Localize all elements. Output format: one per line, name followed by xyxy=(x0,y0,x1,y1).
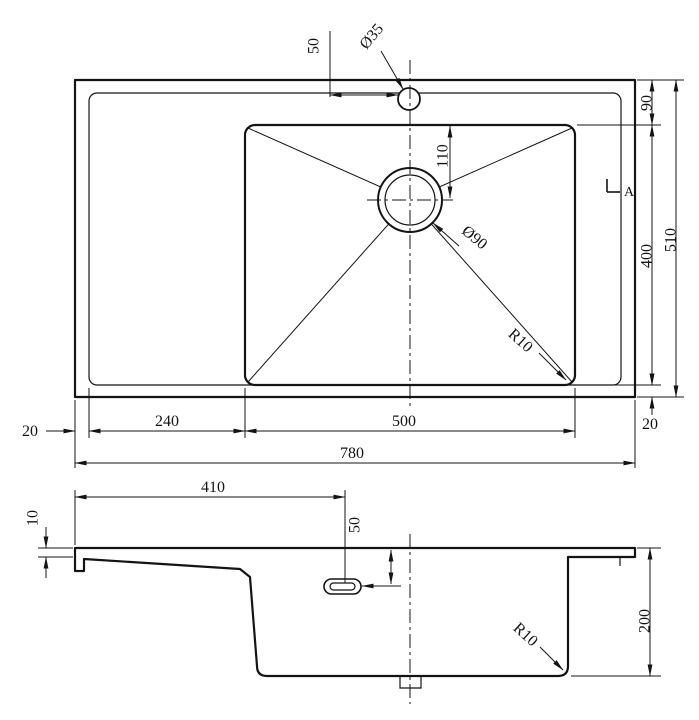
dim-label-bowl-depth: 200 xyxy=(637,609,654,633)
section-marker: A xyxy=(606,179,635,200)
dim-label-drain-diameter: Ø90 xyxy=(458,222,490,253)
bowl-diagonal xyxy=(409,199,573,383)
dim-overflow-offset-y: 50 xyxy=(347,517,401,589)
dim-label-bottom-margin: 20 xyxy=(642,416,658,433)
dim-label-overflow-offset-x: 410 xyxy=(201,479,225,496)
bowl-diagonal xyxy=(247,199,411,383)
dim-corner-radius-top: R10 xyxy=(505,326,567,381)
dim-label-overall-depth: 510 xyxy=(663,228,680,252)
dim-bowl-depth: 200 xyxy=(571,547,661,677)
dim-label-overall-width: 780 xyxy=(340,445,364,462)
dim-drain-diameter: Ø90 xyxy=(432,222,490,253)
dim-label-corner-radius-side: R10 xyxy=(510,620,541,650)
dim-label-bowl-width: 500 xyxy=(392,413,416,430)
dim-label-top-margin: 90 xyxy=(639,95,656,111)
dim-corner-radius-side: R10 xyxy=(510,620,564,671)
dim-label-left-margin: 20 xyxy=(22,423,38,440)
dim-overall-width: 780 xyxy=(74,445,636,466)
overflow-slot xyxy=(323,578,362,595)
dim-label-rim-height: 10 xyxy=(25,510,42,526)
dim-label-tap-hole-diameter: Ø35 xyxy=(356,21,387,53)
dim-label-overflow-offset-y: 50 xyxy=(347,517,364,533)
dim-bottom-margin: 20 xyxy=(642,371,658,433)
side-view: 410 50 10 200 R10 xyxy=(25,479,661,704)
dim-drain-offset: 110 xyxy=(435,125,453,199)
top-view: 50 Ø35 90 110 Ø90 A xyxy=(22,21,684,468)
dim-overflow-offset-x: 410 xyxy=(74,479,346,583)
section-marker-label: A xyxy=(624,185,635,200)
section-profile xyxy=(73,546,637,678)
dim-tap-hole-diameter: Ø35 xyxy=(356,21,404,90)
dim-bottom-row: 20 240 500 xyxy=(22,388,636,468)
dim-top-margin: 90 xyxy=(577,79,684,126)
sink-inner-rim xyxy=(88,92,622,386)
dim-label-corner-radius-top: R10 xyxy=(505,326,536,356)
dim-tap-offset: 50 xyxy=(306,31,399,98)
dim-rim-height: 10 xyxy=(25,510,73,578)
sink-outer-edge xyxy=(73,78,637,399)
dim-label-tap-offset: 50 xyxy=(306,38,323,54)
dim-bowl-length: 400 xyxy=(577,124,661,386)
dim-label-bowl-length: 400 xyxy=(639,244,656,268)
dim-overall-depth: 510 xyxy=(637,79,684,398)
overflow-slot-inner xyxy=(329,582,356,591)
dim-label-drainboard-width: 240 xyxy=(155,413,179,430)
dim-label-drain-offset: 110 xyxy=(435,144,452,167)
tap-hole-circle xyxy=(397,87,421,111)
